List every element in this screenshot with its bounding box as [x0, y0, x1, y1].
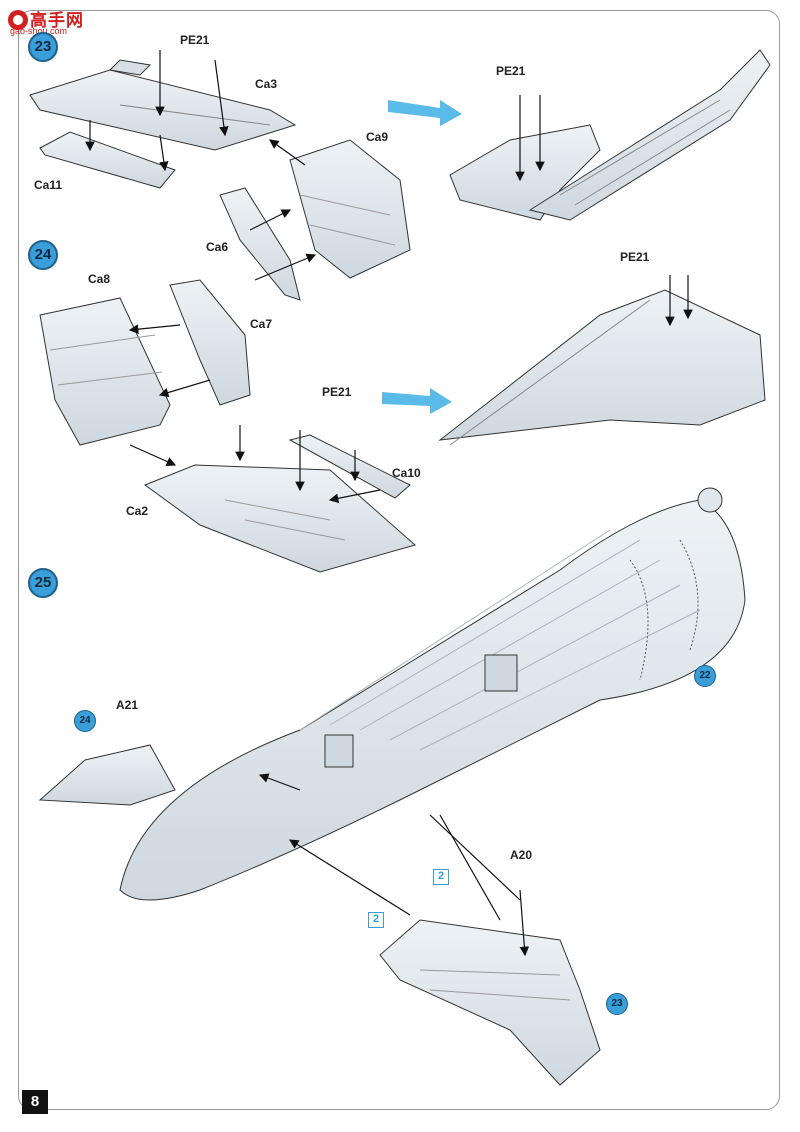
label-ca11: Ca11: [34, 178, 63, 192]
page-frame: [18, 10, 780, 1110]
ref-badge-23: 23: [606, 993, 628, 1015]
iso-badge-2: 2: [433, 869, 449, 885]
page-number: 8: [22, 1090, 48, 1114]
part-ca9: [289, 139, 411, 279]
label-ca2: Ca2: [126, 504, 149, 518]
arrow-right-icon: [388, 100, 462, 126]
label-pe21-result-b: PE21: [620, 250, 650, 264]
step-badge-24: 24: [28, 240, 58, 270]
label-pe21-result: PE21: [496, 64, 526, 78]
direction-arrows: [382, 100, 462, 414]
watermark-sub: gao-shou.com: [10, 26, 68, 36]
part-ca8: [39, 297, 171, 446]
step-badge-25: 25: [28, 568, 58, 598]
label-pe21-b: PE21: [322, 385, 352, 399]
part-ca10: [288, 434, 411, 499]
step-badge-23: 23: [28, 32, 58, 62]
label-ca3: Ca3: [255, 77, 278, 91]
label-ca8: Ca8: [88, 272, 111, 286]
iso-badge-2b: 2: [368, 912, 384, 928]
ref-badge-22: 22: [694, 665, 716, 687]
part-result-23: [449, 124, 601, 221]
part-ca6: [219, 187, 301, 301]
ref-badge-24: 24: [74, 710, 96, 732]
watermark-text: 高手网: [30, 11, 84, 30]
watermark-logo: 高手网 gao-shou.com: [4, 4, 94, 38]
label-ca6: Ca6: [206, 240, 229, 254]
part-result-24: [438, 289, 766, 441]
part-ca11: [39, 131, 176, 189]
label-a21: A21: [116, 698, 139, 712]
part-ca7: [169, 279, 251, 406]
label-a20: A20: [510, 848, 533, 862]
part-ca2: [143, 464, 417, 573]
watermark-icon: [8, 10, 28, 30]
label-ca9: Ca9: [366, 130, 389, 144]
arrow-right-icon: [382, 388, 452, 414]
label-ca7: Ca7: [250, 317, 273, 331]
part-fuselage: [119, 499, 746, 901]
part-stabilizer-23: [379, 919, 601, 1086]
label-pe21: PE21: [180, 33, 210, 47]
label-ca10: Ca10: [392, 466, 421, 480]
